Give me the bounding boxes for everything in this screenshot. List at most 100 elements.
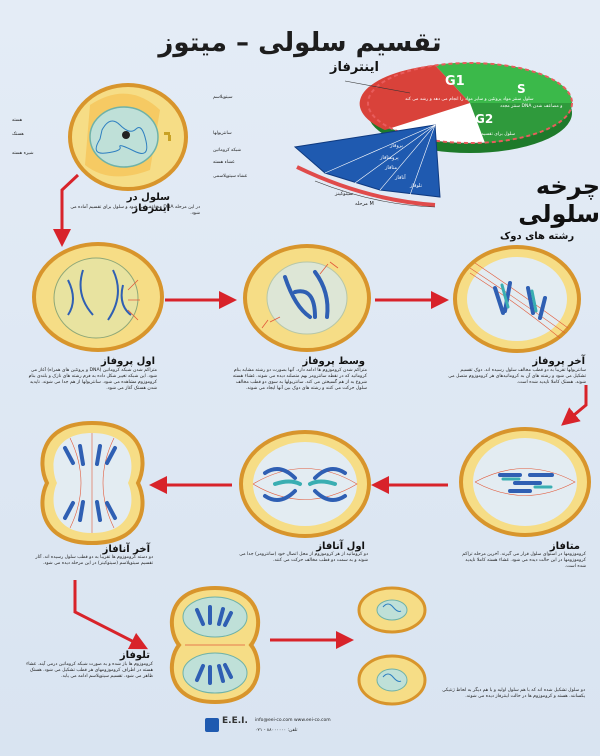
mid-prophase-nucleus [266, 261, 348, 335]
g1-sector [359, 65, 470, 130]
mid-prophase-asters [261, 261, 339, 329]
fan-divider-3 [379, 124, 436, 191]
early-anaphase-chromatids [273, 479, 337, 486]
arrow-interphase-to-prophase [53, 173, 80, 247]
g2-text: سلول برای تقسیم آماده می شود [453, 131, 515, 137]
metaphase-desc: کروموزومها در استوای سلول قرار می گیرند.… [462, 552, 586, 569]
late-anaphase-clear-zone [53, 433, 132, 533]
metaphase-figure [459, 427, 591, 537]
footer-line-1: info@eei-co.com www.eei-co.com [255, 718, 331, 723]
m-arrow-outer [296, 165, 436, 207]
label-nucleus: هسته [12, 118, 23, 123]
m-phase-label-3: متافاز [384, 165, 397, 171]
nucleolus [122, 131, 130, 139]
early-prophase-desc: متراکم شدن شبکه کروماتین (DNA و پروتئین … [28, 368, 157, 391]
cytokinesis-label: سیتوکینز [334, 191, 353, 197]
telophase-desc: کروموزوم ها باز شده و به صورت شبکه کروما… [26, 662, 153, 679]
daughter-nucleus-top [376, 599, 408, 621]
late-prophase-clear-zone [467, 257, 567, 341]
cycle-arrow-ring [367, 62, 573, 144]
metaphase-chromatids [501, 477, 553, 489]
late-anaphase-title: آخر آنافاز [102, 544, 150, 555]
late-anaphase-chromosomes [63, 444, 117, 522]
daughter-cells-figure [357, 586, 427, 706]
early-anaphase-figure [239, 430, 371, 538]
label-cell-membrane: غشاء سیتوپلاسمی [213, 174, 248, 179]
poster-title: تقسیم سلولی – میتوز [158, 28, 442, 58]
early-anaphase-desc: دو کروماتید از هر کروموزوم از محل اتصال … [239, 552, 368, 563]
interphase-desc: در این مرحله DNA مضاعف می شود و سلول برا… [70, 205, 200, 216]
m-phase-fan-edge [293, 124, 441, 198]
interphase-cell-figure [68, 83, 188, 191]
chromatin-network [95, 120, 148, 154]
late-prophase-figure [453, 245, 581, 353]
spindle-fibers-label: رشته های دوک [500, 231, 575, 242]
interphase-centrioles [164, 132, 171, 141]
daughter-cells-desc: دو سلول تشکیل شده اند که با هم سلول اولی… [442, 688, 585, 699]
telophase-figure [169, 585, 261, 705]
arrow-6 [73, 580, 149, 650]
mid-prophase-chromosomes [283, 270, 330, 319]
early-prophase-title: اول پروفاز [100, 356, 155, 367]
m-phase-arc-label: مرحله M [355, 201, 374, 207]
daughter-chromatin-bottom [382, 673, 402, 682]
label-nucleoplasm: شیره هسته [12, 151, 34, 156]
early-anaphase-clear-zone [253, 442, 357, 526]
m-phase-label-5: تلوفاز [409, 183, 423, 189]
mid-prophase-desc: متراکم شدن کروموزوم ها ادامه دارد. آنها … [232, 368, 367, 391]
m-phase-label-4: آنافاز [394, 174, 406, 181]
fan-divider-2 [354, 124, 436, 184]
label-nuclear-membrane: غشاء هسته [213, 160, 235, 165]
g1-text: سلول سنتز مواد پروتئین و سایر مواد را ان… [405, 96, 534, 102]
label-cytoplasm: سیتوپلاسم [213, 95, 233, 100]
late-prophase-chromatids [500, 283, 538, 313]
s-text: سنتز مجدد DNA و مضاعف شدن [500, 103, 562, 109]
cell-cycle-title: چرخه سلولی [518, 172, 600, 228]
early-prophase-nucleus [53, 257, 139, 339]
telophase-chromosomes [195, 605, 233, 685]
fan-divider-4 [409, 124, 436, 196]
arrow-3 [561, 385, 588, 426]
g2-sector [470, 103, 573, 143]
early-anaphase-chromosomes [263, 467, 347, 502]
g1-label: G1 [445, 74, 465, 89]
late-prophase-title: آخر پروفاز [532, 356, 585, 367]
early-anaphase-title: اول آنافاز [316, 541, 365, 552]
daughter-nucleus-bottom [376, 668, 408, 692]
m-phase-label-2: پرومتافاز [379, 155, 399, 161]
early-prophase-asters [127, 279, 140, 321]
mid-prophase-figure [243, 244, 371, 352]
daughter-chromatin-top [382, 603, 402, 612]
early-prophase-chromosomes [67, 269, 132, 321]
label-centrioles: سانتریولها [213, 131, 232, 136]
telophase-nucleus-top [182, 596, 248, 638]
metaphase-title: متافاز [549, 541, 580, 552]
m-phase-label-1: پروفاز [389, 143, 404, 149]
m-phase-fan [295, 125, 440, 197]
label-chromatin: شبکه کروماتین [213, 148, 242, 153]
telophase-title: تلوفاز [119, 650, 150, 661]
late-prophase-desc: سانتریولها تقریبا به دو قطب مخالف سلول ر… [448, 368, 586, 385]
late-anaphase-figure [40, 420, 145, 546]
brand-name: E.E.I. [222, 716, 248, 726]
footer-line-2: تلفن: ۸۸۰۰۰۰۰۰ - ۰۲۱ [255, 728, 298, 733]
brand-logo-icon [205, 718, 219, 732]
interphase-pointer [344, 80, 411, 94]
late-anaphase-desc: دو دسته کروموزوم ها تقریبا به دو قطب سلو… [35, 555, 153, 566]
label-nucleolus: هستک [12, 132, 24, 137]
mid-prophase-title: وسط پروفاز [302, 356, 366, 367]
early-prophase-figure [32, 242, 164, 352]
telophase-nucleus-bottom [182, 652, 248, 694]
m-arrow-inner [314, 180, 436, 208]
s-label: S [517, 82, 526, 96]
s-sector [435, 62, 573, 103]
interphase-heading: اینترفاز [330, 60, 379, 75]
cell-cycle-diagram: G1 S G2 سلول سنتز مواد پروتئین و سایر مو… [293, 62, 573, 208]
g2-label: G2 [475, 112, 493, 126]
metaphase-chromosomes [498, 473, 554, 493]
fan-divider-1 [324, 124, 436, 174]
late-prophase-chromosomes [493, 281, 547, 320]
metaphase-spindle [474, 468, 576, 496]
